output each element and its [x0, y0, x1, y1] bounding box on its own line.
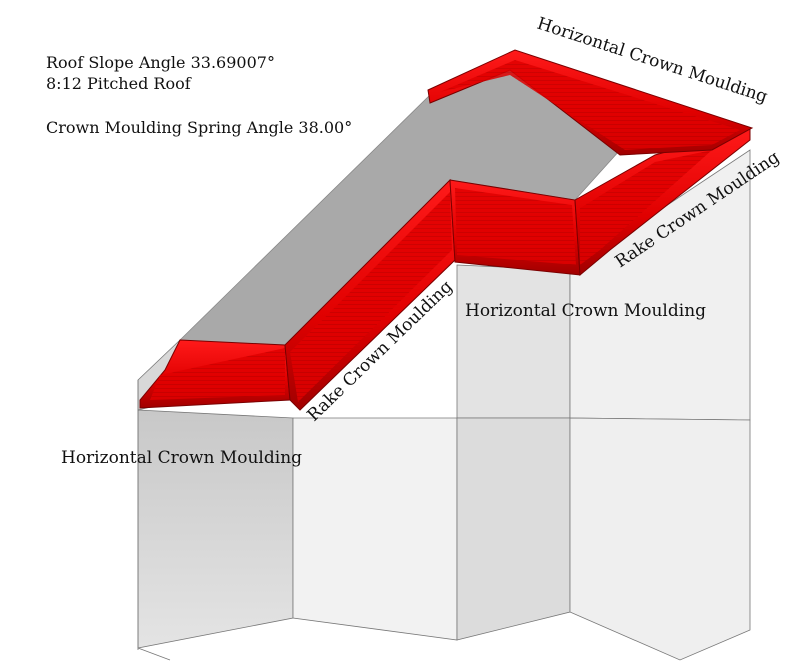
middle-wall-lower [456, 417, 571, 641]
front-wall-left [292, 417, 458, 641]
right-wall-lower [569, 417, 751, 661]
roof-slope-angle-text: Roof Slope Angle 33.69007° [46, 53, 275, 72]
pitched-roof-text: 8:12 Pitched Roof [46, 74, 192, 93]
floor-line-left [137, 647, 171, 661]
moulding-right-rake [574, 127, 751, 277]
label-horizontal-left: Horizontal Crown Moulding [61, 448, 302, 468]
left-wall-face [137, 409, 294, 649]
label-horizontal-middle: Horizontal Crown Moulding [465, 301, 706, 321]
spring-angle-text: Crown Moulding Spring Angle 38.00° [46, 118, 352, 137]
moulding-top-horizontal-face [440, 60, 740, 150]
moulding-right-rake-face [580, 150, 712, 265]
moulding-left-horizontal-face [150, 348, 285, 400]
moulding-left-rake-face [290, 192, 452, 402]
middle-wall-face [456, 264, 571, 419]
moulding-middle-horizontal-face [455, 188, 576, 265]
